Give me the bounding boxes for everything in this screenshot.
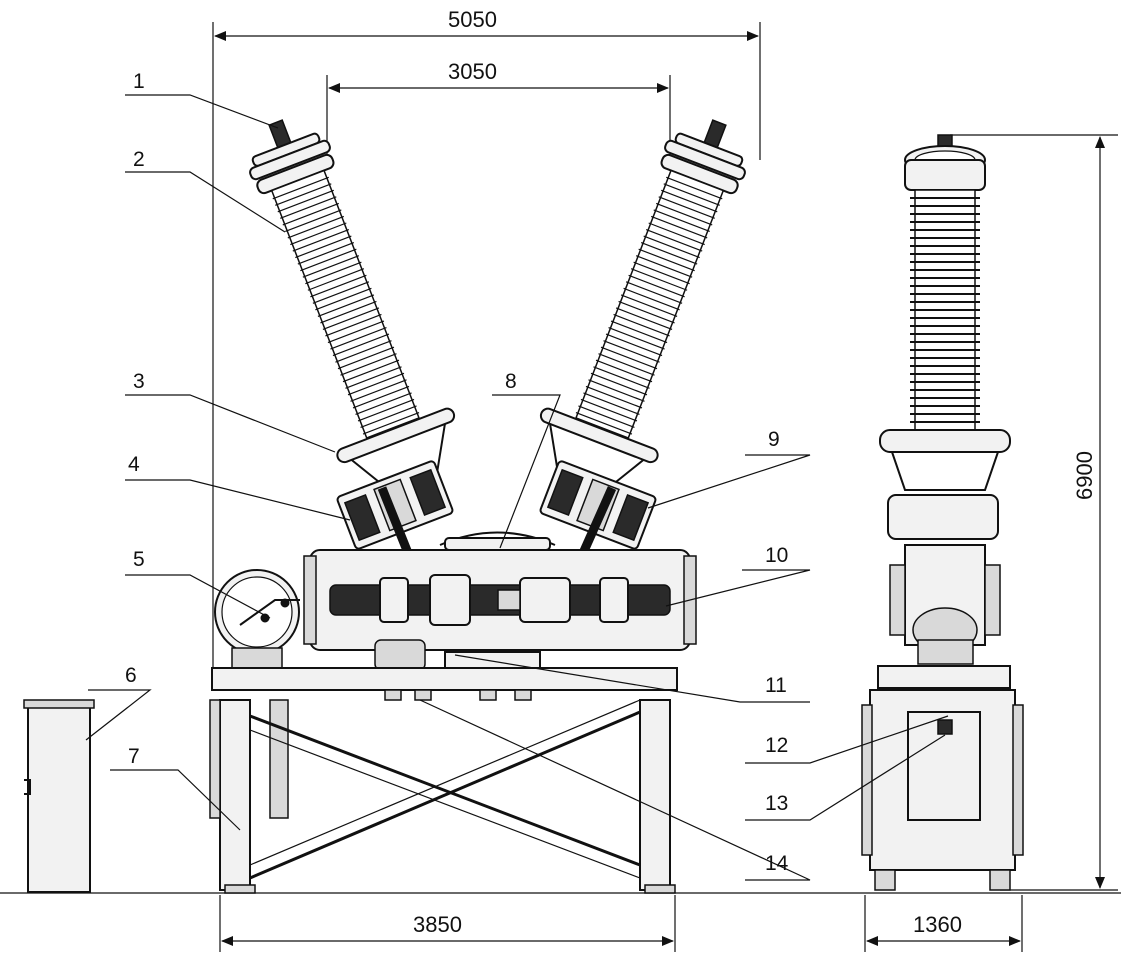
support-frame: [209, 699, 676, 894]
right-bushing: [539, 119, 746, 493]
operating-mechanism: [214, 569, 300, 669]
callout-7: 7: [128, 745, 140, 768]
callout-13: 13: [765, 792, 788, 815]
dimension-height: 6900: [950, 134, 1118, 891]
callout-8: 8: [505, 370, 517, 393]
right-current-transformer: [539, 460, 657, 550]
dimension-overall-width-label: 5050: [448, 7, 497, 32]
callout-10: 10: [765, 544, 788, 567]
density-monitor: [374, 639, 426, 671]
callout-6: 6: [125, 664, 137, 687]
control-cabinet: [23, 699, 95, 893]
dimension-height-label: 6900: [1072, 451, 1097, 500]
base-plate: [211, 667, 678, 691]
dimension-side-width: 1360: [864, 895, 1023, 952]
dimension-frame-width-label: 3850: [413, 912, 462, 937]
callout-9: 9: [768, 428, 780, 451]
callouts: 1 2 3 4 5 6 7 8 9 10 11 12 13 14: [125, 70, 789, 875]
dimension-bushing-spacing-label: 3050: [448, 59, 497, 84]
leader-lines: [85, 94, 949, 881]
main-tank: [303, 549, 697, 651]
callout-14: 14: [765, 852, 789, 875]
right-bushing-sheds: [575, 176, 723, 435]
dimension-side-width-label: 1360: [913, 912, 962, 937]
callout-4: 4: [128, 453, 140, 476]
side-bushing-sheds: [910, 197, 980, 423]
callout-2: 2: [133, 148, 145, 171]
side-view: [861, 134, 1024, 891]
callout-1: 1: [133, 70, 145, 93]
callout-3: 3: [133, 370, 145, 393]
callout-11: 11: [765, 674, 787, 697]
dimension-overall-width: 5050: [212, 7, 761, 690]
dimension-frame-width: 3850: [219, 895, 676, 952]
left-bushing: [249, 119, 456, 493]
callout-12: 12: [765, 734, 788, 757]
left-bushing-sheds: [272, 176, 420, 435]
callout-5: 5: [133, 548, 145, 571]
left-current-transformer: [336, 460, 454, 550]
dimension-bushing-spacing: 3050: [326, 59, 671, 160]
